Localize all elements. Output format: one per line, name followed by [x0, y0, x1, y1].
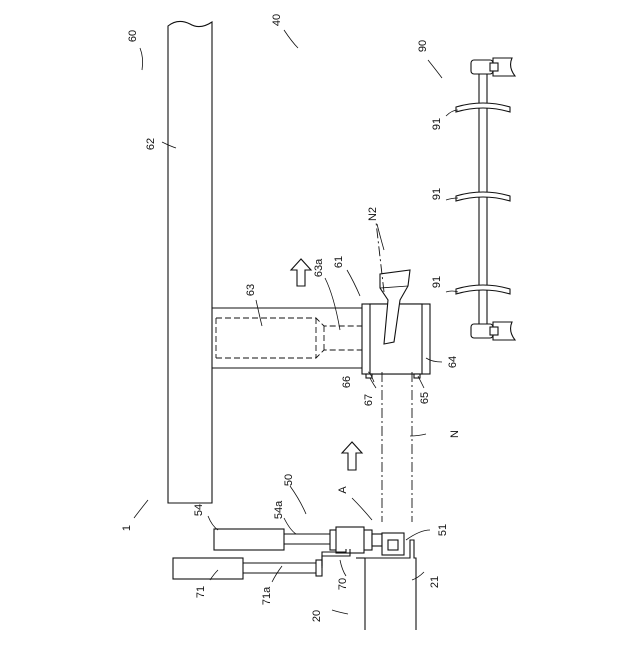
label-91-mid: 91	[431, 188, 443, 200]
label-40: 40	[271, 14, 283, 26]
label-67: 67	[363, 394, 375, 406]
label-66: 66	[341, 376, 353, 388]
label-54: 54	[193, 504, 205, 516]
label-N2: N2	[367, 207, 379, 221]
label-54a: 54a	[273, 500, 285, 519]
label-91-bottom: 91	[431, 276, 443, 288]
arrow-up-upper	[291, 259, 311, 286]
label-70: 70	[337, 578, 349, 590]
label-90: 90	[417, 40, 429, 52]
arrow-up-lower	[342, 442, 362, 470]
label-21: 21	[429, 576, 441, 588]
label-64: 64	[447, 356, 459, 368]
label-61: 61	[333, 256, 345, 268]
mechanism-70	[173, 549, 350, 579]
label-71: 71	[195, 586, 207, 598]
mechanism-50	[214, 527, 404, 555]
label-91-top: 91	[431, 118, 443, 130]
label-62: 62	[145, 138, 157, 150]
tool-bar-90	[456, 58, 515, 340]
label-60: 60	[127, 30, 139, 42]
holder-61	[362, 270, 430, 378]
label-1: 1	[121, 525, 133, 531]
label-63a: 63a	[313, 258, 325, 277]
label-63: 63	[245, 284, 257, 296]
arm-63	[212, 308, 370, 368]
label-A: A	[337, 486, 349, 494]
label-71a: 71a	[261, 586, 273, 605]
label-N: N	[449, 430, 461, 438]
label-20: 20	[311, 610, 323, 622]
beam-62	[168, 21, 212, 503]
label-51: 51	[437, 524, 449, 536]
label-50: 50	[283, 474, 295, 486]
label-65: 65	[419, 392, 431, 404]
